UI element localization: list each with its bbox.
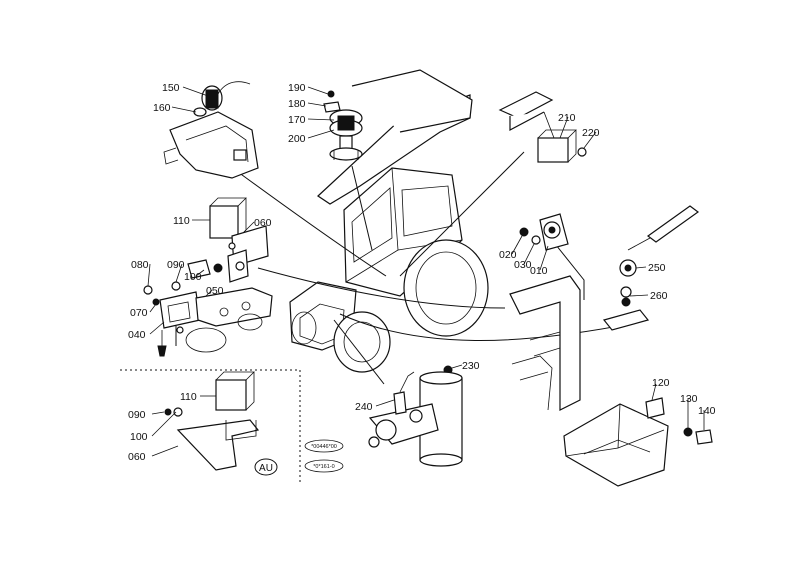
callout-250: 250 xyxy=(648,262,666,274)
fuel-filter-assembly xyxy=(368,365,463,467)
harness-lines xyxy=(175,151,641,385)
stamp-upper: *00446*00 xyxy=(311,444,337,450)
callout-labels: 150 160 190 180 170 200 210 220 110 060 … xyxy=(128,82,716,463)
callout-110-main: 110 xyxy=(173,215,190,227)
dash-frame xyxy=(509,275,650,411)
callout-leaders xyxy=(147,86,705,457)
relay-assembly xyxy=(498,91,587,163)
callout-230: 230 xyxy=(462,360,480,372)
switch-assembly-top xyxy=(323,90,363,161)
callout-110-inset: 110 xyxy=(180,391,197,403)
callout-220: 220 xyxy=(582,127,600,139)
callout-060-main: 060 xyxy=(254,217,272,229)
callout-070: 070 xyxy=(130,307,148,319)
callout-240: 240 xyxy=(355,401,373,413)
callout-120: 120 xyxy=(652,377,670,389)
callout-160: 160 xyxy=(153,102,171,114)
callout-010: 010 xyxy=(530,265,548,277)
callout-080: 080 xyxy=(131,259,149,271)
inset-box xyxy=(120,369,301,484)
horn-assembly xyxy=(519,213,569,251)
callout-100-main: 100 xyxy=(184,271,202,283)
callout-140: 140 xyxy=(698,405,716,417)
callout-040: 040 xyxy=(128,329,146,341)
callout-210: 210 xyxy=(558,112,576,124)
callout-050: 050 xyxy=(206,285,224,297)
reference-stamps: *00446*00 *0*161-0 AU xyxy=(254,439,344,476)
callout-130: 130 xyxy=(680,393,698,405)
callout-100-inset: 100 xyxy=(130,431,148,443)
callout-060-inset: 060 xyxy=(128,451,146,463)
relay-bracket-left xyxy=(209,197,269,283)
callout-090-inset: 090 xyxy=(128,409,146,421)
callout-030: 030 xyxy=(514,259,532,271)
region-badge: AU xyxy=(259,463,273,474)
callout-020: 020 xyxy=(499,249,517,261)
callout-090-main: 090 xyxy=(167,259,185,271)
callout-190: 190 xyxy=(288,82,306,94)
callout-260: 260 xyxy=(650,290,668,302)
stamp-lower: *0*161-0 xyxy=(313,464,334,470)
callout-150: 150 xyxy=(162,82,180,94)
callout-180: 180 xyxy=(288,98,306,110)
key-switch-assembly xyxy=(619,205,700,307)
starter-motor-assembly xyxy=(163,81,259,179)
callout-200: 200 xyxy=(288,133,306,145)
switch-bracket-cluster xyxy=(143,259,273,357)
callout-170: 170 xyxy=(288,114,306,126)
battery-box-assembly xyxy=(563,397,713,487)
tractor-outline xyxy=(289,69,489,373)
